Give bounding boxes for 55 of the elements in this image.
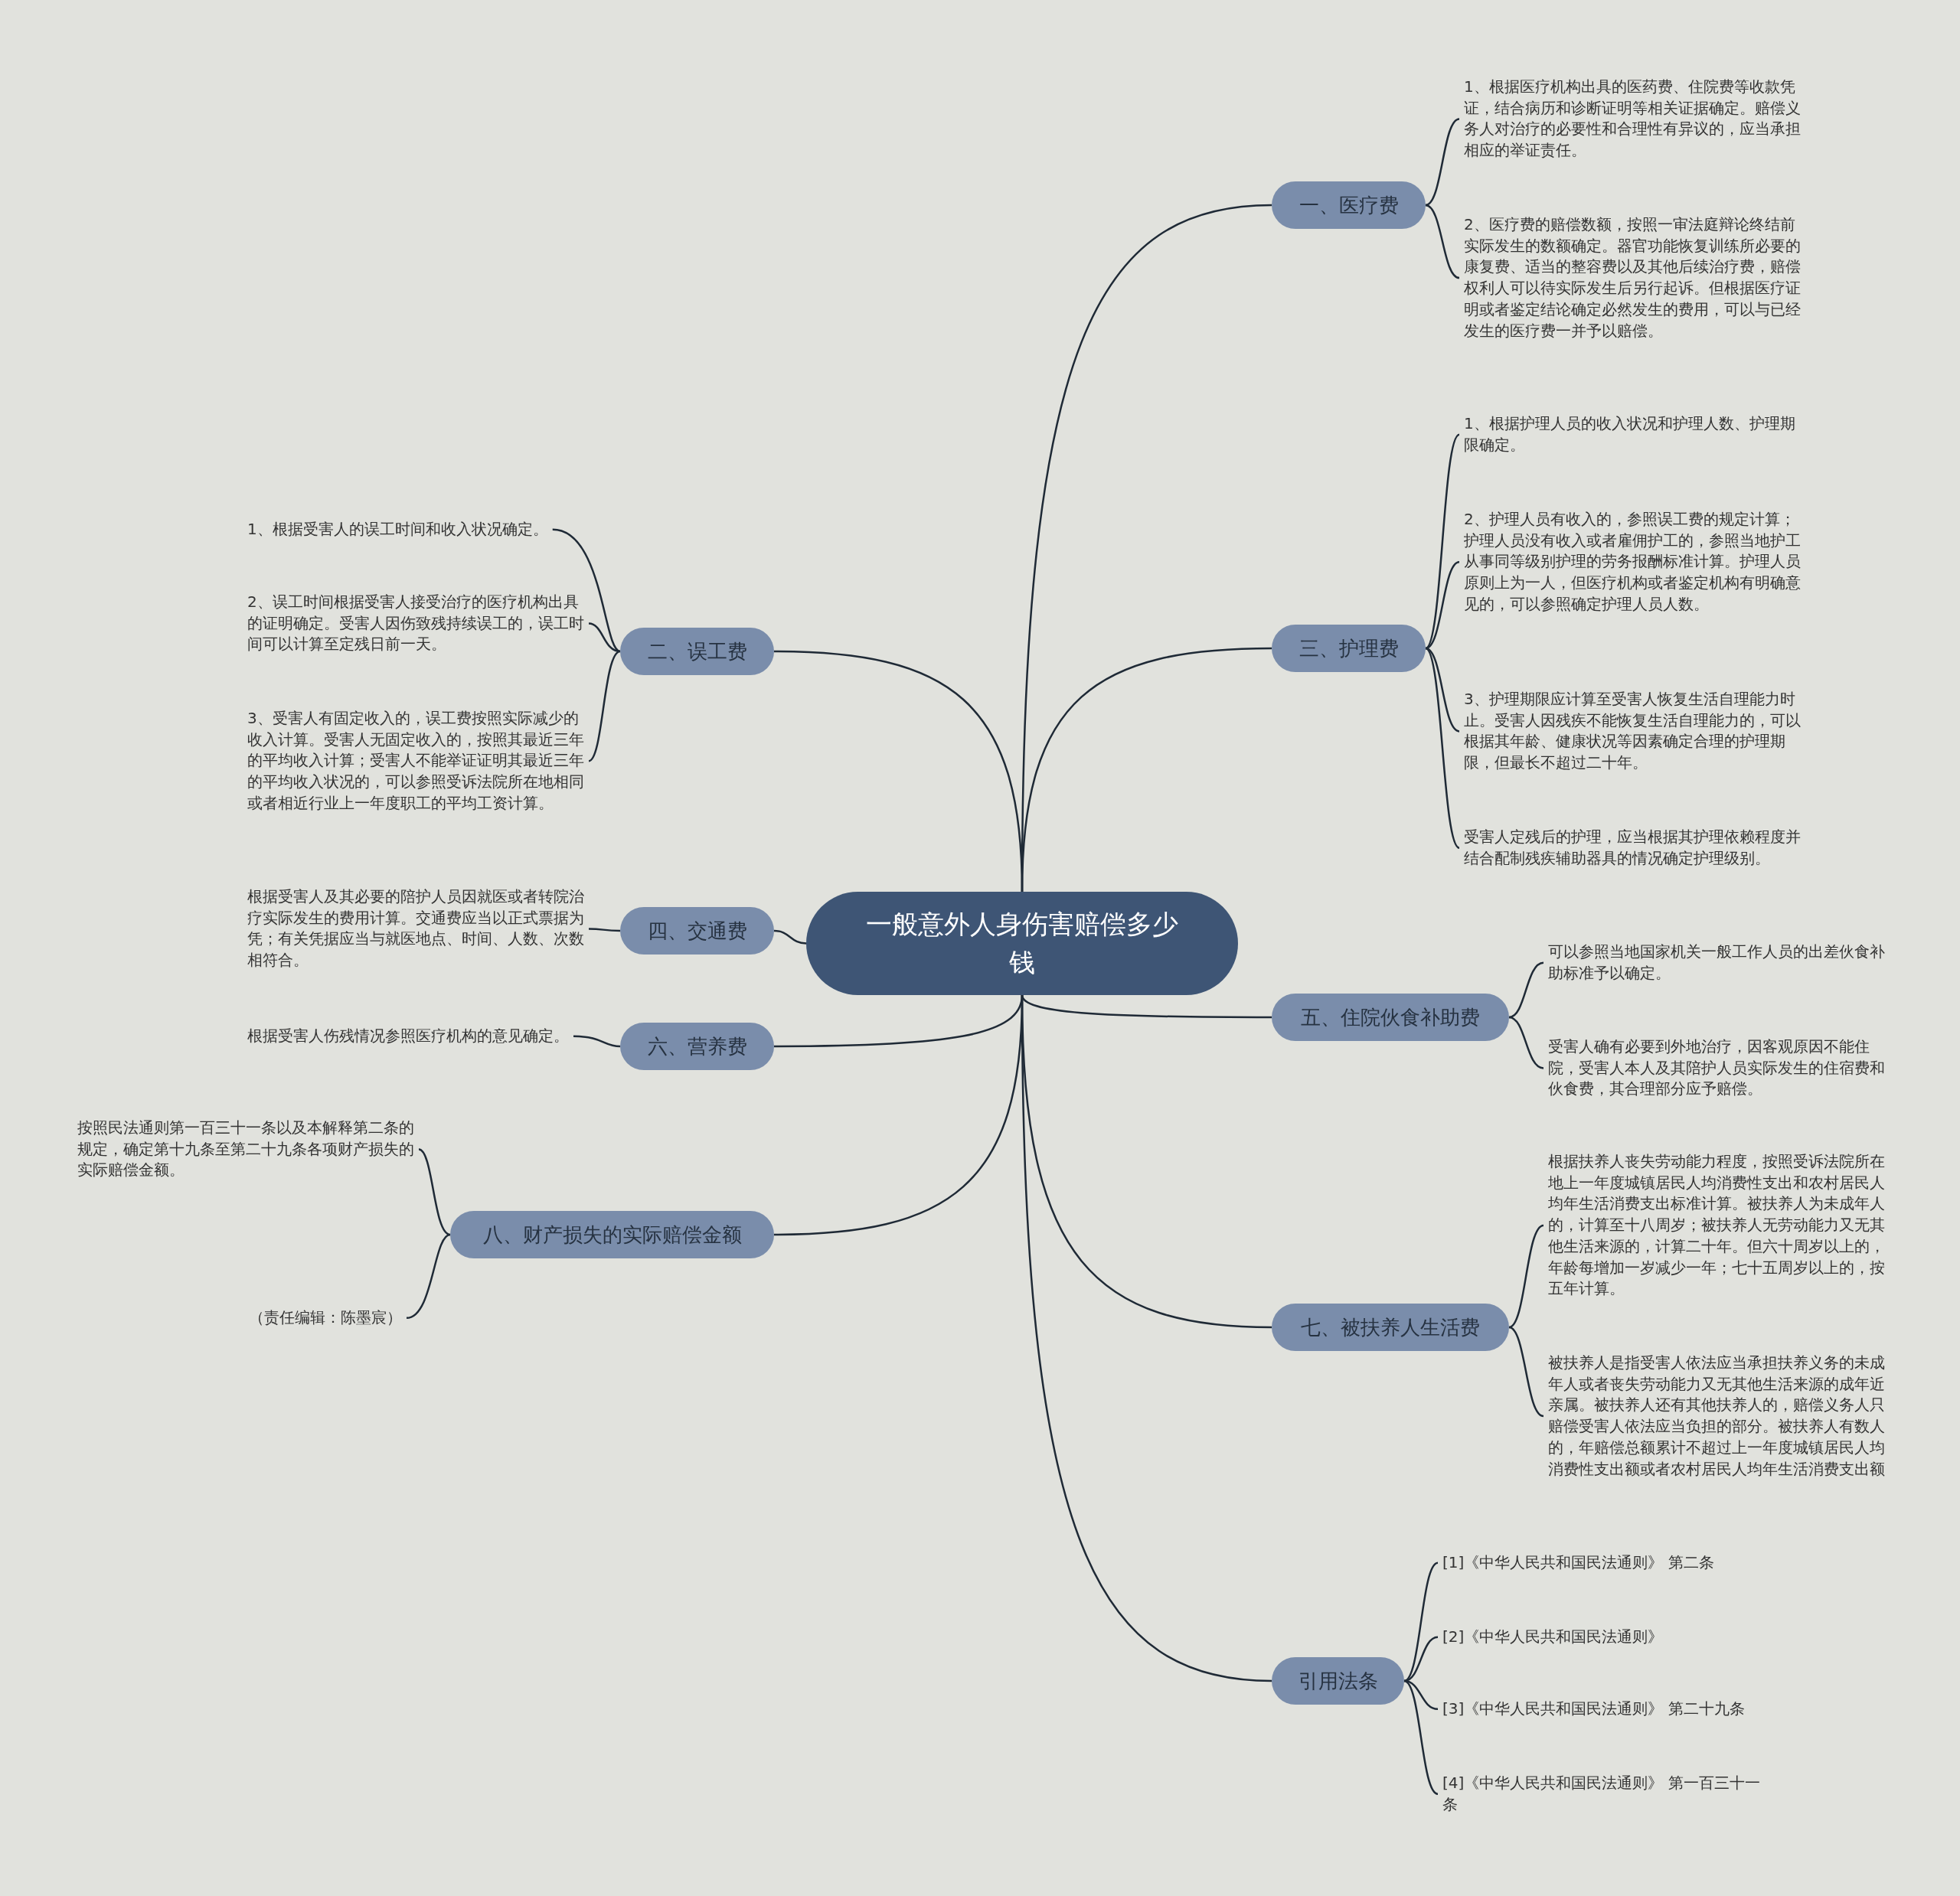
note-text: （责任编辑：陈墨宸） [249, 1307, 407, 1329]
brace-line [1425, 118, 1460, 207]
note-text: 3、护理期限应计算至受害人恢复生活自理能力时止。受害人因残疾不能恢复生活自理能力的，可以根据其年龄、健康状况等因素确定合理的护理期限，但最长不超过二十年。 [1459, 689, 1801, 774]
note-text: 2、医疗费的赔偿数额，按照一审法庭辩论终结前实际发生的数额确定。器官功能恢复训练所必要的康复费、适当的整容费以及其他后续治疗费，赔偿权利人可以待实际发生后另行起诉。但根据医疗证明或者鉴定结论确定必然发生的费用，可以与已经发生的医疗费一并予以赔偿。 [1459, 214, 1801, 342]
brace-line [589, 928, 620, 932]
note-text: 根据扶养人丧失劳动能力程度，按照受诉法院所在地上一年度城镇居民人均消费性支出和农村居民人均年生活消费支出标准计算。被扶养人为未成年人的，计算至十八周岁；被扶养人无劳动能力又无其他生活来源的，计算二十年。但六十周岁以上的，年龄每增加一岁减少一年；七十五周岁以上的，按五年计算。 [1544, 1151, 1885, 1300]
brace-line [1508, 1326, 1544, 1418]
brace-line [1403, 1562, 1439, 1682]
note-text: [2]《中华人民共和国民法通则》 [1438, 1627, 1664, 1648]
brace-line [1425, 648, 1460, 849]
brace-line [418, 1148, 451, 1236]
brace-line [1508, 1224, 1544, 1329]
brace-line [1403, 1636, 1439, 1682]
brace-line [406, 1233, 451, 1320]
branch-line [1021, 995, 1272, 1682]
brace-line [1425, 204, 1460, 279]
note-text: 1、根据受害人的误工时间和收入状况确定。 [247, 519, 553, 540]
topic-box: 二、误工费 [620, 628, 774, 675]
brace-line [1508, 961, 1544, 1019]
note-text: 3、受害人有固定收入的，误工费按照实际减少的收入计算。受害人无固定收入的，按照其最近三年的平均收入计算；受害人不能举证证明其最近三年的平均收入状况的，可以参照受诉法院所在地相同或者相近行业上一年度职工的平均工资计算。 [247, 708, 589, 814]
note-text: 可以参照当地国家机关一般工作人员的出差伙食补助标准予以确定。 [1544, 941, 1885, 984]
branch-line [1021, 647, 1272, 893]
note-text: 根据受害人伤残情况参照医疗机构的意见确定。 [247, 1026, 573, 1047]
topic-box: 四、交通费 [620, 907, 774, 955]
note-text: 受害人定残后的护理，应当根据其护理依赖程度并结合配制残疾辅助器具的情况确定护理级别。 [1459, 827, 1801, 870]
note-text: 被扶养人是指受害人依法应当承担扶养义务的未成年人或者丧失劳动能力又无其他生活来源的成年近亲属。被扶养人还有其他扶养人的，赔偿义务人只赔偿受害人依法应当负担的部分。被扶养人有数人的，年赔偿总额累计不超过上一年度城镇居民人均消费性支出额或者农村居民人均年生活消费支出额 [1544, 1353, 1885, 1480]
brace-line [588, 622, 621, 653]
topic-box: 七、被扶养人生活费 [1272, 1304, 1509, 1351]
note-text: [4]《中华人民共和国民法通则》 第一百三十一条 [1438, 1773, 1772, 1816]
brace-line [573, 1035, 621, 1048]
branch-line [1021, 994, 1272, 1019]
note-text: 受害人确有必要到外地治疗，因客观原因不能住院，受害人本人及其陪护人员实际发生的住宿费和伙食费，其合理部分应予赔偿。 [1544, 1036, 1885, 1101]
brace-line [1425, 647, 1460, 733]
note-text: 2、误工时间根据受害人接受治疗的医疗机构出具的证明确定。受害人因伤致残持续误工的，误工时间可以计算至定残日前一天。 [247, 592, 589, 656]
note-text: 1、根据护理人员的收入状况和护理人数、护理期限确定。 [1459, 413, 1801, 456]
brace-line [588, 650, 621, 762]
note-text: 2、护理人员有收入的，参照误工费的规定计算；护理人员没有收入或者雇佣护工的，参照当地护工从事同等级别护理的劳务报酬标准计算。护理人员原则上为一人，但医疗机构或者鉴定机构有明确意见的，可以参照确定护理人员人数。 [1459, 509, 1801, 615]
brace-line [1403, 1679, 1439, 1795]
brace-line [1425, 561, 1460, 650]
note-text: [1]《中华人民共和国民法通则》 第二条 [1438, 1552, 1714, 1574]
branch-line [773, 929, 807, 945]
note-text: 1、根据医疗机构出具的医药费、住院费等收款凭证，结合病历和诊断证明等相关证据确定。赔偿义务人对治疗的必要性和合理性有异议的，应当承担相应的举证责任。 [1459, 77, 1801, 162]
brace-line [552, 528, 621, 653]
central-topic: 一般意外人身伤害赔偿多少钱 [806, 892, 1238, 995]
topic-box: 三、护理费 [1272, 625, 1426, 672]
topic-box: 引用法条 [1272, 1657, 1404, 1705]
topic-box: 六、营养费 [620, 1023, 774, 1070]
note-text: 根据受害人及其必要的陪护人员因就医或者转院治疗实际发生的费用计算。交通费应当以正式票据为凭；有关凭据应当与就医地点、时间、人数、次数相符合。 [247, 886, 589, 971]
topic-box: 八、财产损失的实际赔偿金额 [450, 1211, 774, 1258]
note-text: 按照民法通则第一百三十一条以及本解释第二条的规定，确定第十九条至第二十九条各项财产损失的实际赔偿金额。 [77, 1118, 419, 1182]
brace-line [1508, 1016, 1544, 1069]
brace-line [1425, 433, 1460, 649]
topic-box: 五、住院伙食补助费 [1272, 994, 1509, 1041]
note-text: [3]《中华人民共和国民法通则》 第二十九条 [1438, 1699, 1745, 1720]
topic-box: 一、医疗费 [1272, 181, 1426, 229]
